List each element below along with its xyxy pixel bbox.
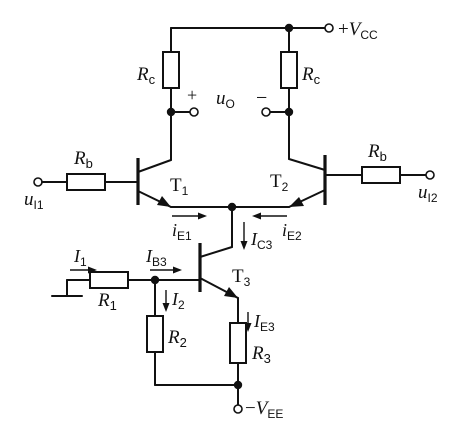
- vcc-label: +VCC: [338, 19, 378, 42]
- t2-label: T2: [270, 171, 289, 194]
- output-plus-sign: +: [187, 85, 197, 105]
- rb-right-branch: [324, 166, 435, 184]
- output-terminals: [166, 107, 294, 117]
- ground-symbol: [51, 279, 83, 297]
- rc-left-resistor: [162, 51, 180, 161]
- r1-resistor: [66, 271, 201, 289]
- emitter-junction: [170, 202, 290, 248]
- i1-label: I1: [73, 246, 87, 269]
- vcc-terminal: [324, 23, 334, 33]
- r3-resistor: [229, 322, 247, 414]
- ie1-label: iE1: [172, 220, 192, 243]
- output-minus-terminal: [261, 107, 271, 117]
- rb-left-branch: [33, 173, 139, 191]
- output-label: uO: [216, 88, 235, 111]
- vee-terminal: [233, 404, 243, 414]
- r1-label: R1: [97, 290, 117, 313]
- output-plus-terminal: [189, 107, 199, 117]
- transistor-t2: [288, 155, 327, 208]
- vcc-rail: [170, 23, 334, 53]
- r2-resistor: [146, 279, 239, 386]
- rc-right-label: Rc: [301, 64, 321, 87]
- arrow-ie2: [252, 212, 287, 220]
- ie3-label: IE3: [253, 311, 275, 334]
- ib3-label: IB3: [145, 246, 167, 269]
- arrow-ic3: [240, 222, 248, 250]
- transistor-t3: [198, 243, 239, 324]
- ic3-label: IC3: [250, 229, 273, 252]
- input1-label: uI1: [24, 189, 44, 212]
- output-minus-sign: −: [256, 87, 267, 109]
- t3-label: T3: [232, 266, 251, 289]
- r2-label: R2: [167, 327, 187, 350]
- ie2-label: iE2: [282, 220, 302, 243]
- input1-terminal: [33, 177, 43, 187]
- arrow-i2: [162, 290, 170, 312]
- rb-right-label: Rb: [367, 141, 387, 164]
- r3-label: R3: [251, 343, 271, 366]
- vee-label: −VEE: [245, 398, 283, 421]
- arrow-ib3: [150, 266, 182, 274]
- arrow-ie3: [244, 312, 252, 332]
- arrow-ie1: [172, 212, 207, 220]
- input2-terminal: [425, 170, 435, 180]
- rc-left-label: Rc: [136, 64, 156, 87]
- i2-label: I2: [171, 289, 185, 312]
- transistor-t1: [136, 158, 172, 208]
- t1-label: T1: [170, 175, 189, 198]
- rc-right-resistor: [280, 51, 298, 160]
- arrow-i1: [70, 266, 97, 274]
- rb-left-label: Rb: [73, 148, 93, 171]
- input2-label: uI2: [418, 182, 438, 205]
